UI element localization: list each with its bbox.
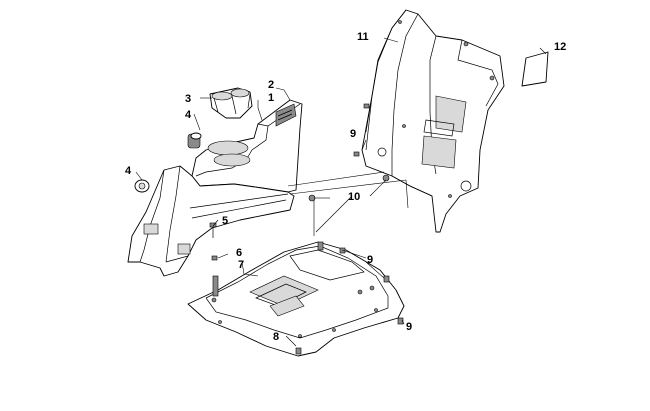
center-console <box>191 99 303 193</box>
callout-12: 12 <box>554 41 566 53</box>
callout-7: 7 <box>238 259 244 271</box>
callout-5: 5 <box>222 215 228 227</box>
console-side-panel <box>127 165 295 277</box>
bolt <box>209 222 217 238</box>
callout-9-rear: 9 <box>406 321 412 333</box>
cup-holder <box>209 87 253 119</box>
rear-side-panel <box>361 9 505 233</box>
callout-1: 1 <box>268 92 274 104</box>
callout-9-floor: 9 <box>367 254 373 266</box>
callout-4-outlet: 4 <box>185 109 192 121</box>
decal <box>521 51 549 87</box>
callout-labels: 1 2 3 4 4 5 6 7 8 9 9 9 10 11 12 <box>125 31 566 343</box>
callout-9-upper: 9 <box>350 128 356 140</box>
callout-4-grommet: 4 <box>125 165 132 177</box>
callout-8: 8 <box>273 331 279 343</box>
grommet <box>134 179 150 193</box>
callout-10: 10 <box>348 191 360 203</box>
callout-2: 2 <box>268 79 274 91</box>
fasteners <box>211 103 390 261</box>
callout-11: 11 <box>357 31 369 43</box>
floor-panel <box>187 241 405 357</box>
callout-3: 3 <box>185 93 191 105</box>
power-outlet <box>187 132 202 149</box>
callout-6: 6 <box>236 247 242 259</box>
leader-lines <box>135 37 547 347</box>
